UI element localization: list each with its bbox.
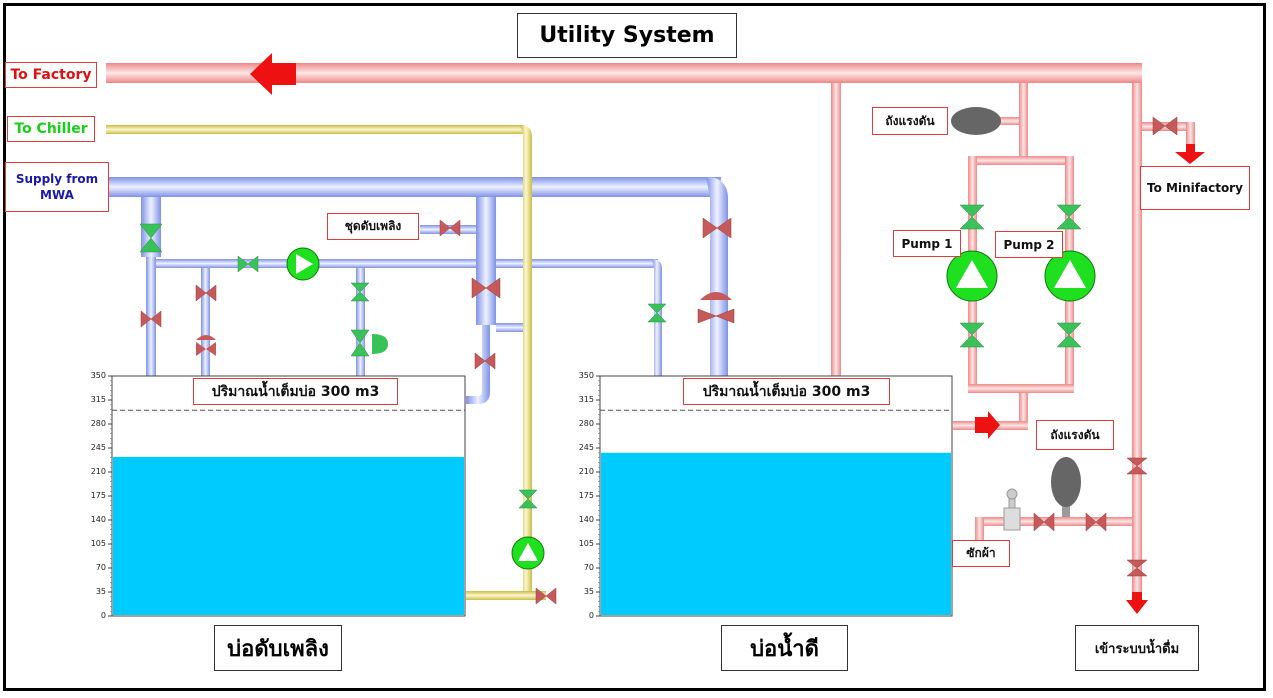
label-to-chiller: To Chiller xyxy=(7,116,95,142)
label-pump-1: Pump 1 xyxy=(893,230,961,257)
gauge-tick-label: 0 xyxy=(588,611,594,620)
pond-name-good: บ่อน้ำดี xyxy=(721,625,848,671)
label-supply-mwa: Supply from MWA xyxy=(5,162,109,212)
gauge-tick-label: 245 xyxy=(90,443,106,452)
gauge-ticks-fire-pond xyxy=(108,375,112,617)
pressure-tank-bottom-icon xyxy=(1051,457,1081,507)
control-valve-actuator[interactable] xyxy=(372,334,388,354)
pressure-tank-top-icon xyxy=(951,107,1001,135)
label-pressure-tank-top: ถังแรงดัน xyxy=(872,107,948,135)
gauge-tick-label: 0 xyxy=(100,611,106,620)
gauge-tick-label: 105 xyxy=(578,539,594,548)
arrow-to-minifactory-icon xyxy=(1175,144,1205,164)
valve-closed-13[interactable] xyxy=(1085,512,1107,532)
gauge-tick-label: 315 xyxy=(578,395,594,404)
tank-label-fire-pond: ปริมาณน้ำเต็มบ่อ 300 m3 xyxy=(193,378,398,405)
valve-open-branch-3[interactable] xyxy=(647,303,667,323)
pump-icon-fire[interactable] xyxy=(286,247,320,281)
tank-fill-good-pond xyxy=(601,452,951,615)
gauge-tick-label: 70 xyxy=(95,563,106,572)
gauge-tick-label: 175 xyxy=(90,491,106,500)
control-valve-red-actuator[interactable] xyxy=(700,292,732,300)
gauge-tick-label: 140 xyxy=(90,515,106,524)
arrow-to-drinking-icon xyxy=(1126,592,1148,614)
faucet-icon xyxy=(1003,488,1021,531)
pond-name-fire: บ่อดับเพลิง xyxy=(214,625,342,671)
gauge-tick-label: 105 xyxy=(90,539,106,548)
control-valve-red-actuator-2[interactable] xyxy=(196,335,216,340)
valve-open-horizontal[interactable] xyxy=(237,255,259,273)
valve-open-supply-main[interactable] xyxy=(139,223,163,253)
label-to-drinking: เข้าระบบน้ำดื่ม xyxy=(1075,625,1199,671)
page-title: Utility System xyxy=(517,13,737,58)
tank-fill-fire-pond xyxy=(113,456,464,615)
label-to-factory: To Factory xyxy=(5,62,97,88)
valve-open-pump1-top[interactable] xyxy=(959,204,985,230)
valve-closed-1[interactable] xyxy=(140,310,162,328)
valve-closed-5[interactable] xyxy=(474,352,496,370)
gauge-tick-label: 210 xyxy=(578,467,594,476)
gauge-tick-label: 35 xyxy=(583,587,594,596)
label-laundry: ซักผ้า xyxy=(952,540,1010,567)
label-pressure-tank-bottom: ถังแรงดัน xyxy=(1036,420,1114,450)
pump-icon-2[interactable] xyxy=(1044,250,1096,302)
label-supply-line2: MWA xyxy=(40,188,74,202)
valve-closed-7[interactable] xyxy=(697,308,735,324)
valve-closed-4[interactable] xyxy=(471,277,501,299)
gauge-tick-label: 280 xyxy=(578,419,594,428)
tank-fire-pond xyxy=(111,375,466,617)
valve-closed-3[interactable] xyxy=(439,219,461,237)
valve-closed-2[interactable] xyxy=(195,284,217,302)
label-pump-2: Pump 2 xyxy=(995,231,1063,258)
valve-closed-6[interactable] xyxy=(702,217,732,239)
gauge-tick-label: 35 xyxy=(95,587,106,596)
gauge-tick-label: 140 xyxy=(578,515,594,524)
tank-label-good-pond: ปริมาณน้ำเต็มบ่อ 300 m3 xyxy=(683,378,890,405)
valve-open-branch-1[interactable] xyxy=(350,282,370,302)
valve-open-pump2-bottom[interactable] xyxy=(1056,322,1082,348)
valve-closed-10[interactable] xyxy=(1126,457,1148,475)
valve-closed-11[interactable] xyxy=(1126,559,1148,577)
label-to-minifactory: To Minifactory xyxy=(1140,166,1250,210)
valve-closed-14[interactable] xyxy=(196,342,216,356)
gauge-tick-label: 350 xyxy=(90,371,106,380)
gauge-tick-label: 350 xyxy=(578,371,594,380)
valve-closed-12[interactable] xyxy=(1033,512,1055,532)
arrow-pump-out-icon xyxy=(975,411,1000,439)
gauge-tick-label: 280 xyxy=(90,419,106,428)
gauge-ticks-good-pond xyxy=(596,375,600,617)
valve-open-pump2-top[interactable] xyxy=(1056,204,1082,230)
valve-closed-9[interactable] xyxy=(1152,116,1178,136)
label-fire-set: ชุดดับเพลิง xyxy=(327,213,419,240)
gauge-tick-label: 315 xyxy=(90,395,106,404)
pump-icon-chiller[interactable] xyxy=(511,536,545,570)
valve-closed-8[interactable] xyxy=(535,587,557,605)
tank-good-pond xyxy=(599,375,953,617)
gauge-tick-label: 175 xyxy=(578,491,594,500)
chiller-pipes xyxy=(106,125,546,600)
arrow-to-factory-icon xyxy=(250,53,296,95)
label-supply-line1: Supply from xyxy=(15,172,99,186)
valve-open-chiller[interactable] xyxy=(518,489,538,509)
valve-open-pump1-bottom[interactable] xyxy=(959,322,985,348)
gauge-tick-label: 70 xyxy=(583,563,594,572)
pump-icon-1[interactable] xyxy=(946,250,998,302)
valve-open-branch-2[interactable] xyxy=(350,329,370,357)
gauge-tick-label: 245 xyxy=(578,443,594,452)
gauge-tick-label: 210 xyxy=(90,467,106,476)
